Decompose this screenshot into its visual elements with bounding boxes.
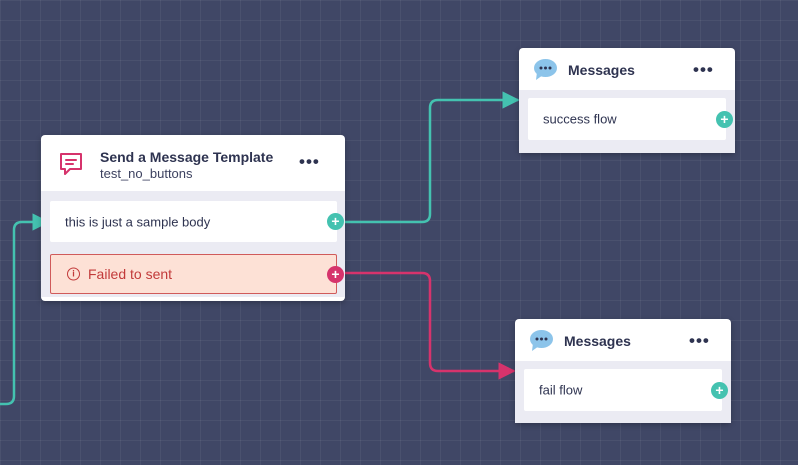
node-title: Messages	[564, 333, 631, 349]
node-menu-button[interactable]: •••	[689, 331, 710, 350]
success-edge[interactable]	[342, 91, 520, 224]
node-body: this is just a sample body + i Failed to…	[41, 191, 345, 297]
output-handle[interactable]: +	[711, 382, 728, 399]
fail-edge[interactable]	[342, 271, 516, 380]
row-text: success flow	[543, 111, 617, 127]
node-body: fail flow +	[515, 361, 731, 423]
incoming-edge[interactable]	[0, 213, 50, 406]
node-subtitle: test_no_buttons	[100, 166, 193, 181]
fail-messages-node[interactable]: Messages ••• fail flow +	[515, 319, 731, 423]
body-row[interactable]: this is just a sample body +	[50, 201, 344, 242]
info-circle-icon: i	[67, 267, 80, 281]
message-square-icon	[58, 151, 84, 182]
node-title: Messages	[568, 62, 635, 78]
error-text: Failed to sent	[88, 266, 173, 282]
row-text: fail flow	[539, 382, 583, 398]
chat-bubble-icon	[529, 329, 554, 357]
output-handle[interactable]: +	[716, 111, 733, 128]
fail-handle[interactable]: +	[327, 266, 344, 283]
node-header: Send a Message Template test_no_buttons …	[41, 135, 345, 191]
flow-row[interactable]: fail flow +	[524, 369, 728, 411]
node-menu-button[interactable]: •••	[693, 60, 714, 79]
node-header: Messages •••	[519, 48, 735, 90]
flow-row[interactable]: success flow +	[528, 98, 733, 140]
chat-bubble-icon	[533, 58, 558, 86]
success-messages-node[interactable]: Messages ••• success flow +	[519, 48, 735, 153]
node-body: success flow +	[519, 90, 735, 153]
node-title: Send a Message Template	[100, 149, 274, 165]
send-template-node[interactable]: Send a Message Template test_no_buttons …	[41, 135, 345, 301]
error-row[interactable]: i Failed to sent +	[50, 254, 344, 294]
success-handle[interactable]: +	[327, 213, 344, 230]
body-text: this is just a sample body	[65, 214, 211, 229]
node-header: Messages •••	[515, 319, 731, 361]
node-menu-button[interactable]: •••	[299, 152, 320, 171]
